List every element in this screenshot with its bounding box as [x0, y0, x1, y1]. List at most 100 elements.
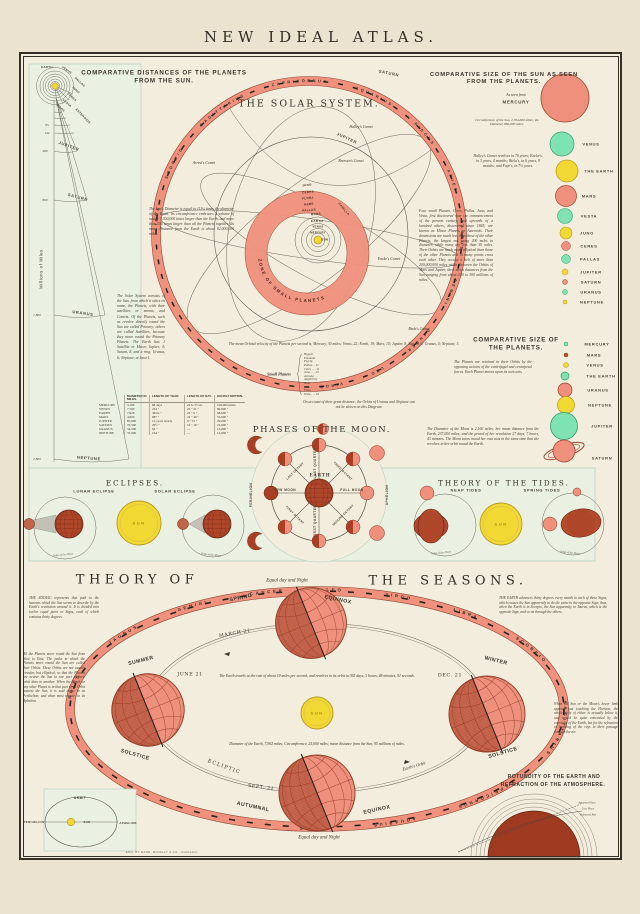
- tides-title: THEORY OF THE TIDES.: [438, 478, 570, 488]
- uranus-note: On account of their great distance, the …: [302, 400, 416, 409]
- tick-480: 480: [42, 149, 48, 153]
- equal-day-top: Equal day and Night: [266, 578, 308, 584]
- table-header-row: DIAMETER IN MILES.LENGTH OF YEAR.LENGTH …: [97, 394, 245, 403]
- sun-from-pallas-icon: [561, 254, 571, 264]
- ps-label-venus: VENUS: [586, 362, 604, 368]
- distances-title: COMPARATIVE DISTANCES OF THE PLANETS: [81, 69, 247, 77]
- full-moon-label: FULL MOON: [340, 488, 364, 492]
- eclipse-sun-icon: [116, 500, 162, 546]
- perihelion-label: PERIHELION: [249, 482, 253, 508]
- sun-from-juno-icon: [559, 226, 573, 240]
- planet-sizes-title: COMPARATIVE SIZE OF: [473, 336, 559, 344]
- neap-tide-earth-icon: [413, 508, 449, 544]
- planet-size-circles: [543, 341, 585, 463]
- tides-sun-icon: [479, 502, 523, 546]
- label-mars: MARS: [581, 193, 597, 199]
- rotundity-title2: REFRACTION OF THE ATMOSPHERE.: [500, 782, 606, 788]
- small-planet: Amphitrite: [304, 377, 318, 382]
- solar-eclipse-earth-icon: [203, 510, 231, 538]
- zone-of-small-planets-band: [245, 191, 369, 315]
- sun-label: SUN: [321, 238, 329, 242]
- halley-note: Halley's Comet revolves in 76 years; Enc…: [473, 154, 543, 168]
- biela-comet-label: Biela's Comet: [408, 327, 430, 331]
- peri-perihelion-label: PERIHELION: [23, 820, 45, 824]
- sun-icon: [313, 235, 323, 245]
- sun-size-circles: [540, 73, 590, 305]
- venus-icon: [563, 362, 569, 368]
- plate-artwork: LIBRA SCORPIO SAGITTARIUS CAPRICORNUS AQ…: [23, 63, 605, 858]
- title-moon-icon: [317, 423, 329, 435]
- small-planet: Flora: [304, 388, 312, 393]
- small-planet: Vesta . . . 16: [304, 392, 320, 397]
- true-place-label: True Place: [581, 807, 595, 811]
- phases-earth-label: EARTH: [309, 472, 331, 478]
- peri-sun-label: SUN: [83, 820, 91, 824]
- inner-orbits: [294, 216, 342, 264]
- label-the-earth: THE EARTH: [584, 168, 614, 174]
- th-year: LENGTH OF YEAR.: [149, 394, 184, 403]
- sun-from-saturn-icon: [562, 279, 568, 285]
- phases-title: PHASES OF: [252, 425, 320, 435]
- earth-diameter-note: Diameter of the Earth, 7,902 miles; Circ…: [229, 742, 405, 746]
- plate: LIBRA SCORPIO SAGITTARIUS CAPRICORNUS AQ…: [19, 52, 622, 860]
- orbit-mars: MARS: [310, 211, 322, 217]
- sun-from-mars-icon: [555, 185, 577, 207]
- axis-label: Millions of Miles: [38, 249, 44, 289]
- dec-21: DEC. 21: [437, 673, 463, 679]
- apparent-place-label: Apparent Place: [578, 801, 596, 805]
- ps-label-earth: THE EARTH: [586, 373, 616, 379]
- neap-tides-label: NEAP TIDES: [450, 487, 482, 493]
- ps-label-jupiter: JUPITER: [591, 423, 613, 429]
- zodiac-note: THE ZODIAC represents that path in the h…: [29, 596, 99, 619]
- aphelion-label: APHELION: [385, 484, 389, 506]
- orbit-sun-icon: [66, 817, 76, 827]
- neptune-icon: [557, 396, 575, 414]
- saturn-icon: [543, 439, 585, 463]
- tick-1800: 1,800: [33, 313, 41, 317]
- neap-moon-icon: [419, 485, 435, 501]
- rotundity-diagram: [457, 793, 598, 858]
- spring-moon-icon: [542, 516, 558, 532]
- planets-retained-note: The Planets are retained in their Orbits…: [454, 360, 532, 374]
- sun-sizes-title2: FROM THE PLANETS.: [466, 79, 542, 85]
- refraction-note: When the Sun or the Moon's lower limb ap…: [554, 702, 618, 735]
- lunar-eclipse-moon-icon: [23, 518, 35, 530]
- as-seen-from: As seen from: [506, 93, 526, 97]
- moon-phases-diagram: [247, 435, 385, 551]
- distance-fan-diagram: [36, 67, 130, 463]
- earth-globe-icon: [305, 479, 333, 507]
- small-planet: Ceres . . . 11: [304, 366, 320, 371]
- four-planets-note: Four small Planets, Ceres, Pallas, Juno,…: [419, 209, 493, 282]
- sun-from-mercury-icon: [540, 73, 590, 123]
- lunar-eclipse-earth-icon: [55, 510, 83, 538]
- circumference-note: Circumference of the Sun, 2,764,600 mile…: [475, 118, 539, 127]
- distance-panel: [28, 63, 142, 473]
- orbit-earth: EARTH: [311, 219, 323, 223]
- system-note: The Solar System consists of the Sun, fr…: [117, 294, 165, 360]
- spring-tide-earth-icon: [560, 508, 602, 538]
- page-title: NEW IDEAL ATLAS.: [203, 28, 439, 46]
- tick-142: 142: [44, 131, 50, 135]
- uranus-icon: [557, 382, 573, 398]
- orbit-hebe: HEBE: [304, 201, 314, 207]
- velocity-note: The mean Orbital velocity of the Planets…: [228, 342, 460, 346]
- earth-advances-note: THE EARTH advances thirty degrees every …: [499, 596, 607, 615]
- small-planet: Hygeia: [304, 352, 313, 356]
- label-venus: VENUS: [582, 141, 600, 147]
- last-quarter-label: LAST QUARTER: [313, 447, 317, 479]
- small-planet: Eunomia: [304, 355, 316, 360]
- label-neptune: NEPTUNE: [579, 299, 605, 305]
- halley-comet-label: Halley's Comet: [349, 125, 373, 129]
- th-diameter: DIAMETER IN MILES.: [124, 394, 149, 403]
- solar-eclipse-moon-icon: [177, 518, 189, 530]
- fan-sun-icon: [51, 82, 59, 90]
- tides-diagram: [413, 485, 605, 557]
- small-planets-label: Small Planets: [267, 371, 291, 377]
- sun-from-ceres-icon: [561, 241, 571, 251]
- earth-travels-note: The Earth travels at the rate of about 1…: [219, 674, 415, 678]
